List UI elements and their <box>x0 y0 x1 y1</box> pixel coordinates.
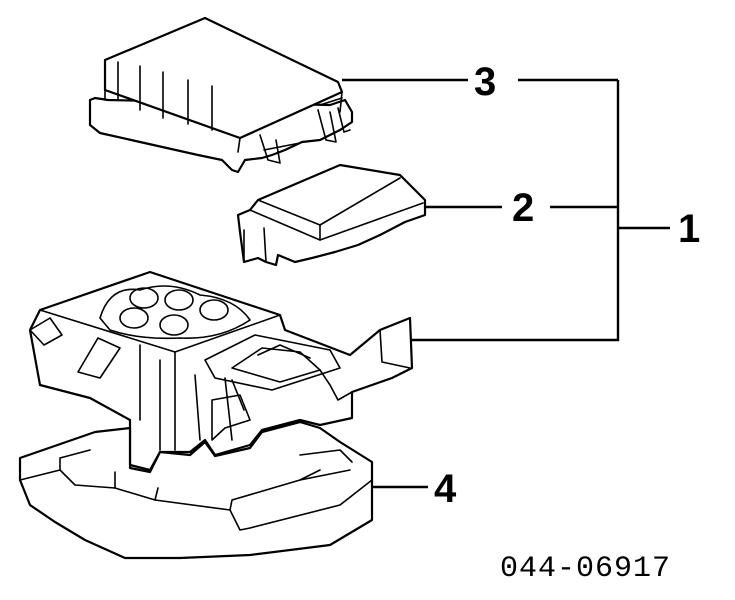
relay-cover-part <box>236 163 427 267</box>
callout-1: 1 <box>678 207 700 251</box>
leader-lines <box>342 78 670 489</box>
lower-cover-part <box>18 420 374 560</box>
main-block-part <box>28 270 414 472</box>
callout-3: 3 <box>474 60 496 104</box>
callout-2: 2 <box>512 186 534 230</box>
callout-4: 4 <box>434 467 457 511</box>
upper-cover-part <box>88 16 354 174</box>
leader-line-1 <box>412 80 670 342</box>
diagram-code: 044-06917 <box>500 552 671 586</box>
